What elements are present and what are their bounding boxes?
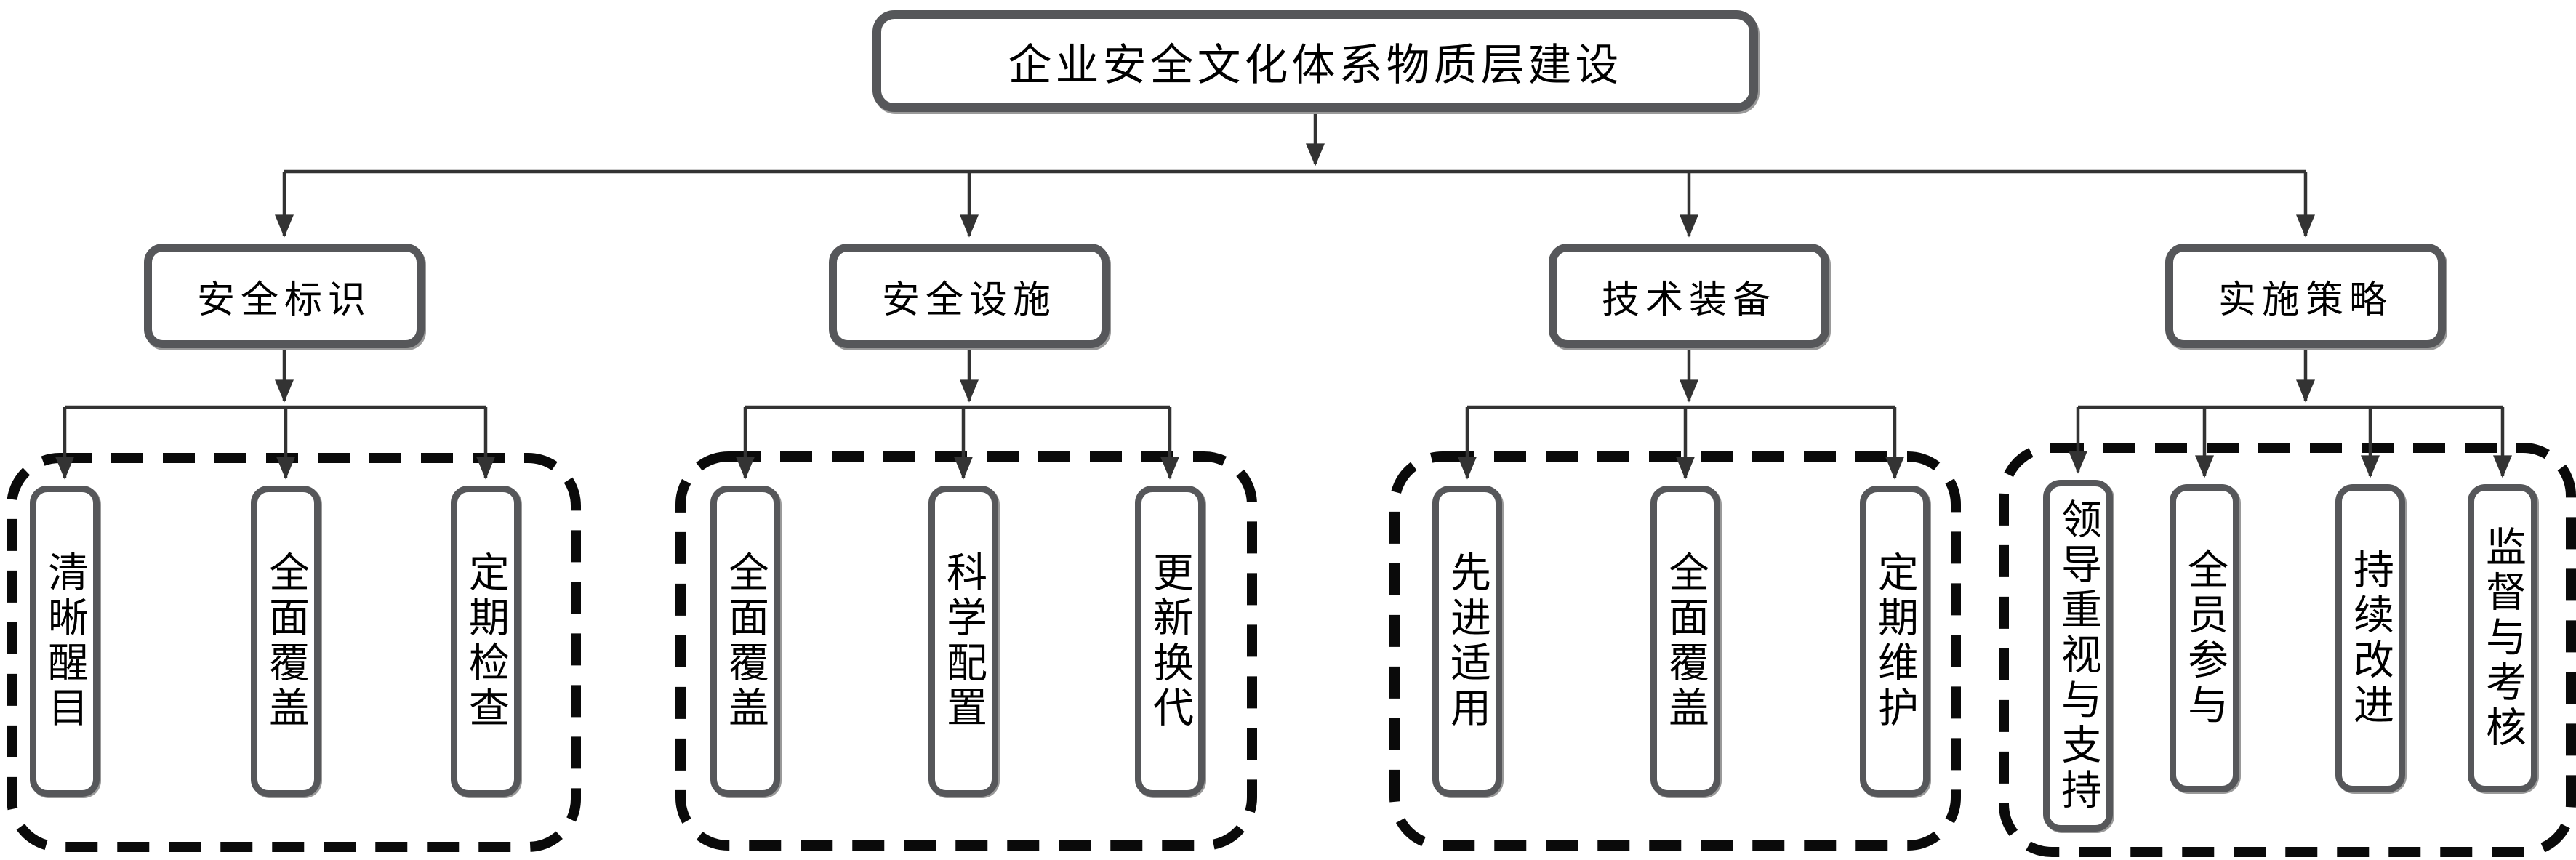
leaf-node-scientific-configuration: 科学配置 bbox=[928, 486, 998, 797]
leaf-node-full-coverage-facilities: 全面覆盖 bbox=[710, 486, 780, 797]
branch-node-safety-facilities: 安全设施 bbox=[829, 244, 1110, 348]
leaf-node-regular-maintenance: 定期维护 bbox=[1860, 486, 1930, 797]
tree-connectors bbox=[55, 112, 2512, 480]
group-outline-safety-facilities bbox=[675, 451, 1257, 851]
leaf-node-full-coverage-signs: 全面覆盖 bbox=[251, 486, 321, 797]
branch-node-technical-equipment: 技术装备 bbox=[1549, 244, 1829, 348]
leaf-node-advanced-applicable: 先进适用 bbox=[1432, 486, 1502, 797]
leaf-node-clear-eyecatching: 清晰醒目 bbox=[30, 486, 100, 797]
root-node-material-layer-construction: 企业安全文化体系物质层建设 bbox=[872, 10, 1758, 112]
leaf-node-update-replacement: 更新换代 bbox=[1135, 486, 1205, 797]
leaf-node-continuous-improvement: 持续改进 bbox=[2335, 484, 2405, 792]
group-outline-technical-equipment bbox=[1389, 451, 1961, 851]
leaf-node-supervision-assessment: 监督与考核 bbox=[2468, 484, 2537, 792]
leaf-node-regular-inspection: 定期检查 bbox=[451, 486, 521, 797]
branch-node-implementation-strategy: 实施策略 bbox=[2165, 244, 2446, 348]
leaf-node-full-participation: 全员参与 bbox=[2170, 484, 2239, 792]
leaf-node-full-coverage-equipment: 全面覆盖 bbox=[1650, 486, 1720, 797]
leaf-node-leadership-support: 领导重视与支持 bbox=[2043, 480, 2113, 832]
branch-node-safety-signs: 安全标识 bbox=[144, 244, 425, 348]
group-outline-implementation-strategy bbox=[1999, 443, 2576, 857]
